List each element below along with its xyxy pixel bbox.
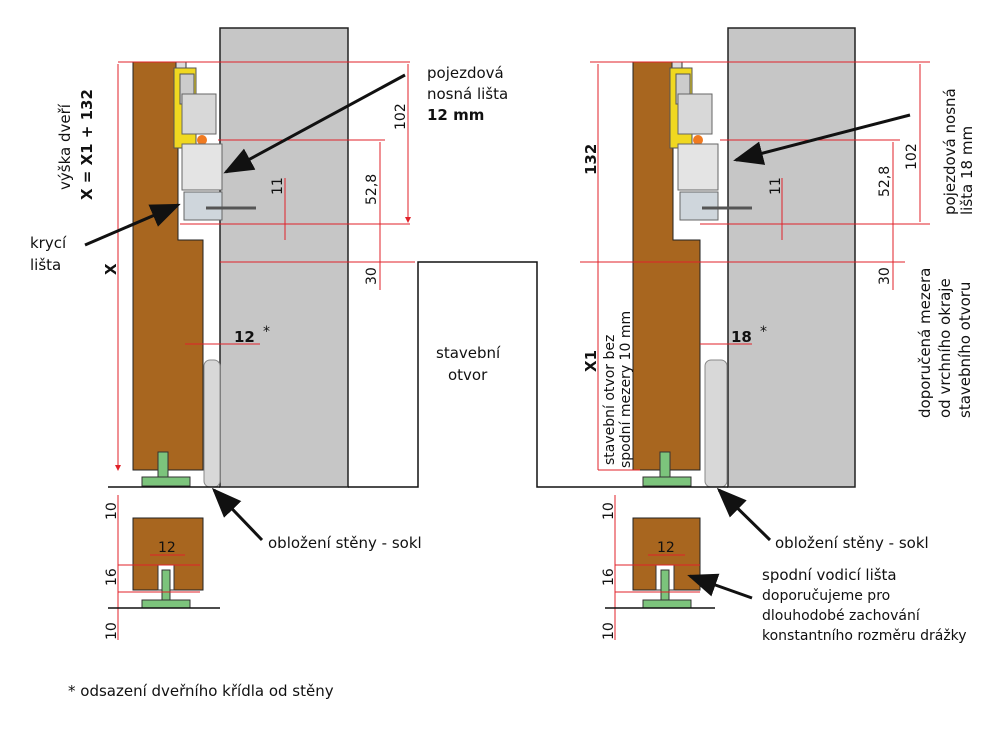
gap-star: *	[760, 324, 767, 340]
gap-star: *	[263, 324, 270, 340]
skirting-board	[203, 359, 221, 488]
gap-note: doporučená mezera	[916, 268, 934, 418]
dim-10: 10	[104, 502, 120, 520]
rail-label: pojezdová nosná	[941, 88, 959, 215]
gap-note: stavebního otvoru	[956, 282, 974, 418]
dim-11: 11	[768, 177, 784, 195]
floor-guide	[642, 476, 692, 487]
skirting-board	[704, 359, 728, 488]
x1-label: X1	[582, 350, 600, 372]
dim-102: 102	[393, 103, 409, 130]
x-label: X	[102, 263, 120, 275]
right-assembly: 132 X1 stavební otvor bez spodní mezery …	[580, 27, 976, 644]
door-height-label: výška dveří	[56, 103, 74, 190]
floor-guide-stem	[659, 451, 671, 478]
dim-12-detail: 12	[158, 540, 176, 556]
floor-guide	[141, 476, 191, 487]
rail-label: lišta 18 mm	[958, 126, 976, 215]
footnote: * odsazení dveřního křídla od stěny	[68, 682, 334, 700]
cover-strip-label: lišta	[30, 256, 61, 274]
wall	[727, 27, 856, 488]
dim-11: 11	[270, 177, 286, 195]
guide-note: doporučujeme pro	[762, 588, 890, 604]
dim-52-8: 52,8	[364, 174, 380, 205]
dim-16: 16	[104, 568, 120, 586]
gap-18: 18	[731, 328, 752, 346]
rail-label: pojezdová	[427, 64, 504, 82]
guide-note: konstantního rozměru drážky	[762, 628, 967, 644]
dim-10: 10	[104, 622, 120, 640]
guide-note: dlouhodobé zachování	[762, 608, 921, 624]
dim-30: 30	[877, 267, 893, 285]
dim-10: 10	[601, 622, 617, 640]
skirting-label: obložení stěny - sokl	[268, 534, 422, 552]
dim-102: 102	[904, 143, 920, 170]
floor-guide-stem	[157, 451, 169, 478]
building-opening: stavební otvor	[348, 261, 590, 488]
gap-12: 12	[234, 328, 255, 346]
dim-10: 10	[601, 502, 617, 520]
cover-strip-label: krycí	[30, 234, 67, 252]
dim-52-8: 52,8	[877, 166, 893, 197]
dim-16: 16	[601, 568, 617, 586]
dim-132: 132	[582, 144, 600, 175]
door-height-formula: X = X1 + 132	[78, 89, 96, 200]
opening-note: spodní mezery 10 mm	[618, 311, 634, 468]
rail-label: 12 mm	[427, 106, 484, 124]
opening-note: stavební otvor bez	[602, 335, 618, 465]
guide-title: spodní vodicí lišta	[762, 566, 897, 584]
skirting-label: obložení stěny - sokl	[775, 534, 929, 552]
rail-label: nosná lišta	[427, 85, 508, 103]
wall	[219, 27, 349, 488]
opening-label: stavební	[436, 344, 501, 362]
dim-30: 30	[364, 267, 380, 285]
left-assembly: výška dveří X = X1 + 132 X krycí lišta p…	[30, 27, 508, 640]
gap-note: od vrchního okraje	[936, 278, 954, 418]
dim-12-detail: 12	[657, 540, 675, 556]
opening-label: otvor	[448, 366, 488, 384]
